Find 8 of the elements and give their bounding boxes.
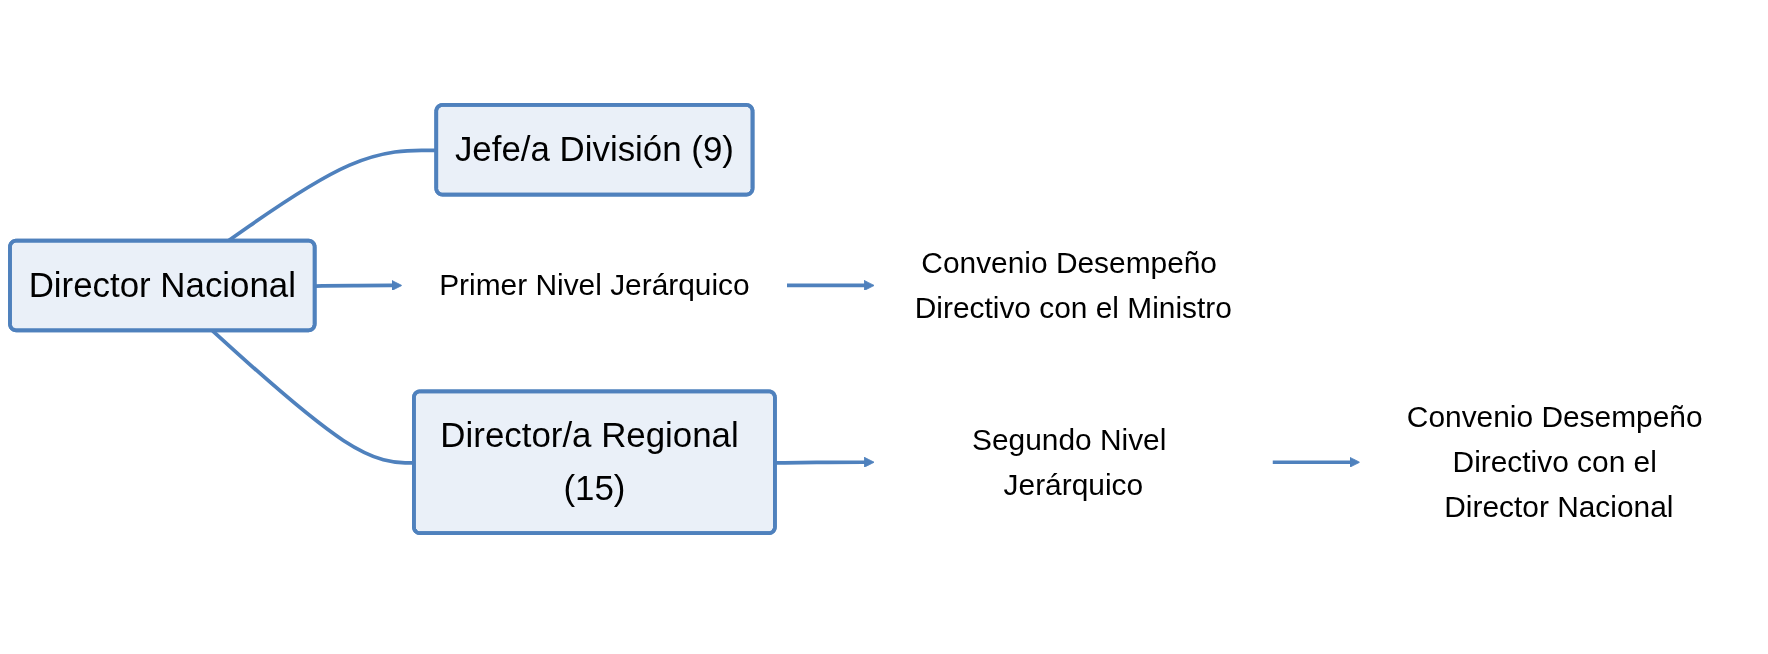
arrow	[787, 280, 875, 292]
node-text: Segundo Nivel Jerárquico	[972, 422, 1167, 502]
node-text: Primer Nivel Jerárquico	[439, 268, 750, 303]
node-text: Convenio Desempeño Directivo con el Ministro	[914, 246, 1232, 325]
node-text: Convenio Desempeño Directivo con el Director Nacional	[1406, 400, 1703, 524]
arrow	[315, 280, 403, 292]
arrow	[775, 457, 875, 469]
arrow	[1272, 457, 1361, 469]
